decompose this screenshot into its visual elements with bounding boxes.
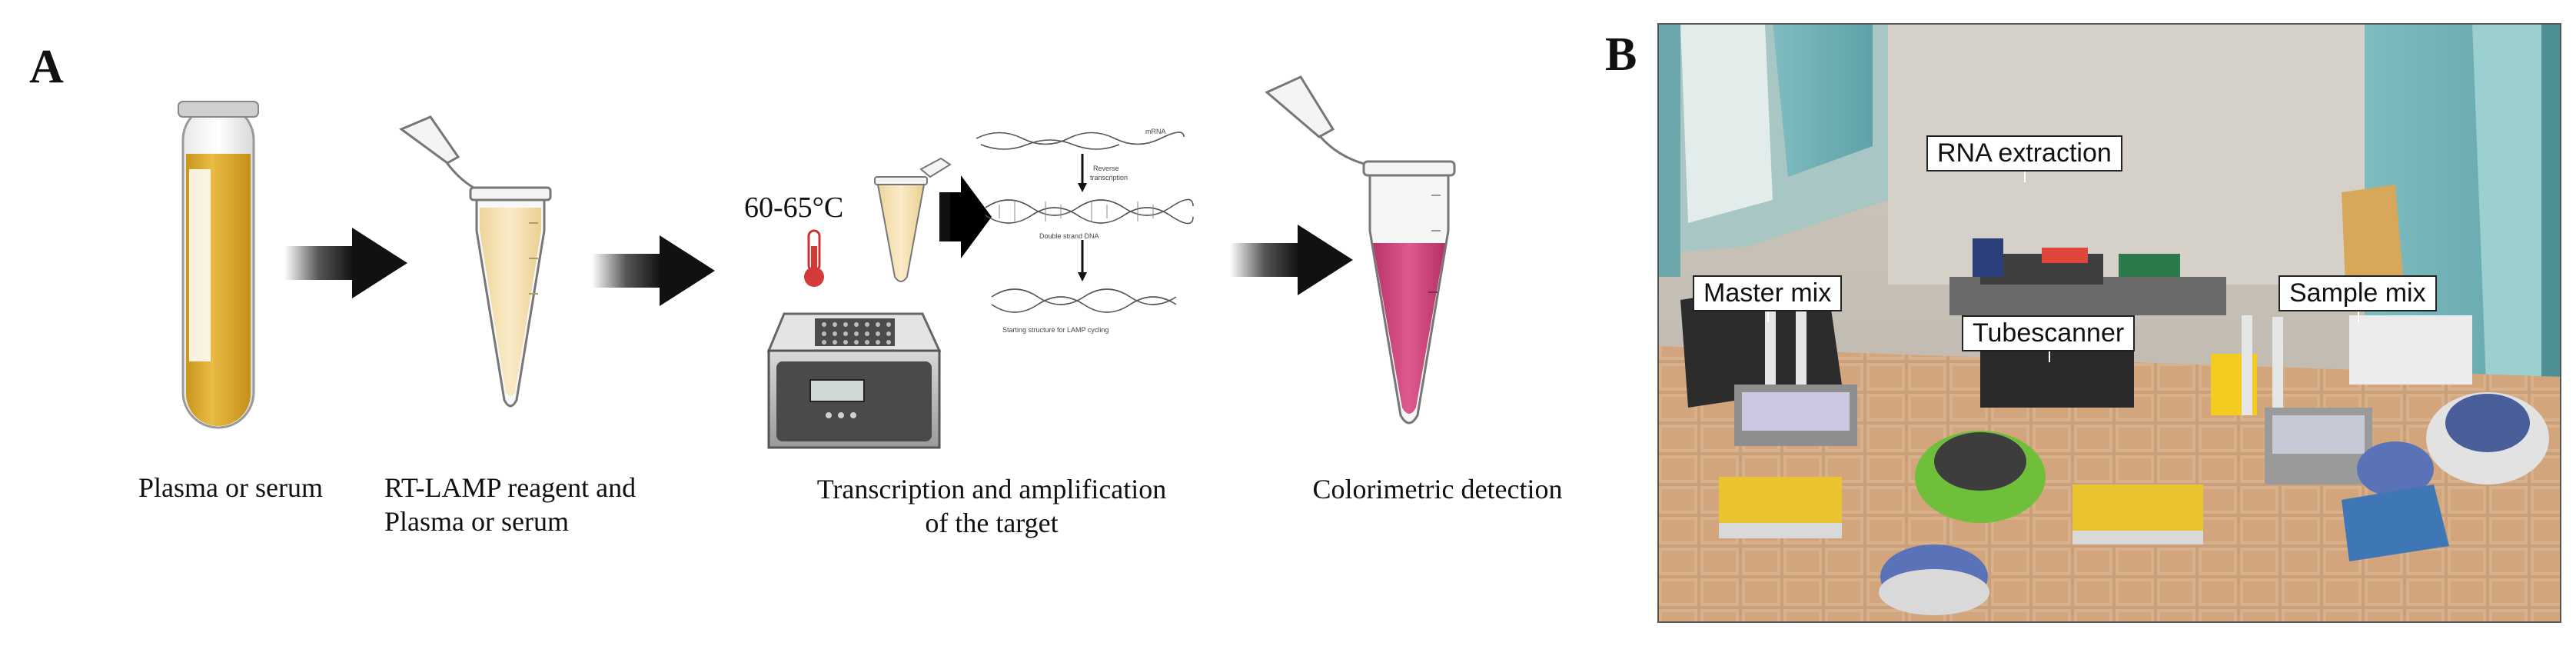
- label-master-mix: Master mix: [1693, 275, 1843, 322]
- panel-a-illustration: mRNA Reverse transcription Double strand…: [178, 75, 1456, 449]
- arrow-3-icon: [939, 175, 992, 258]
- step3-caption-line2: of the target: [925, 508, 1059, 538]
- arrow-4-icon: [1230, 225, 1353, 295]
- lamp-label-rt-1: Reverse: [1093, 165, 1119, 172]
- lamp-label-rt-2: transcription: [1090, 174, 1128, 181]
- step2-caption-line2: Plasma or serum: [384, 506, 569, 537]
- reagent-tube-icon: [398, 115, 552, 408]
- label-rna-extraction: RNA extraction: [1926, 135, 2122, 182]
- step3-caption-line1: Transcription and amplification: [816, 474, 1167, 504]
- lamp-label-dsdna: Double strand DNA: [1039, 232, 1099, 240]
- lamp-mechanism-labels: mRNA Reverse transcription Double strand…: [1002, 128, 1166, 334]
- arrow-2-icon: [592, 235, 715, 306]
- label-sample-mix: Sample mix: [2279, 275, 2437, 322]
- arrow-1-icon: [284, 228, 407, 298]
- heater-block-icon: [766, 312, 942, 449]
- step4-caption: Colorimetric detection: [1312, 474, 1563, 504]
- small-tube-icon: [874, 157, 952, 282]
- detection-tube-icon: [1265, 75, 1456, 425]
- temperature-label: 60-65°C: [744, 191, 844, 224]
- lamp-label-mrna: mRNA: [1145, 128, 1166, 135]
- step3-caption: Transcription and amplification of the t…: [753, 472, 1230, 540]
- panel-a-letter: A: [29, 41, 64, 93]
- panel-b-letter: B: [1605, 28, 1637, 81]
- lamp-mechanism-diagram: [976, 132, 1194, 313]
- step2-caption-line1: RT-LAMP reagent and: [384, 472, 637, 503]
- thermometer-icon: [804, 229, 824, 287]
- step1-caption: Plasma or serum: [138, 472, 323, 503]
- lamp-label-start: Starting structure for LAMP cycling: [1002, 326, 1109, 334]
- label-tubescanner: Tubescanner: [1962, 315, 2136, 362]
- plasma-tube-icon: [178, 101, 259, 429]
- step2-caption: RT-LAMP reagent and Plasma or serum: [384, 471, 723, 538]
